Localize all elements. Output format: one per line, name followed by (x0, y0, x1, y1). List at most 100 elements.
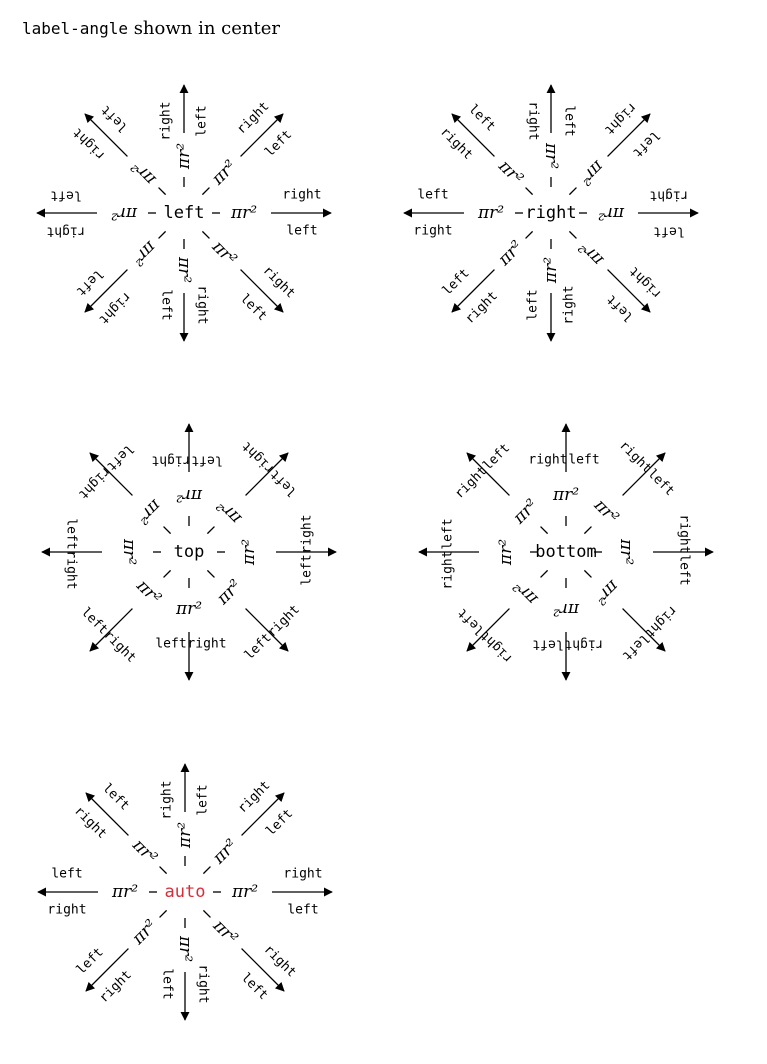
side-label-right-se: right (265, 602, 303, 640)
side-label-right-w: right (64, 550, 79, 589)
side-label-right-se: right (642, 602, 680, 640)
edge-sw-arrow (85, 948, 129, 992)
page-title: label-angle shown in center (22, 18, 280, 39)
edge-se-inner (206, 569, 215, 578)
side-label-right-w: right (47, 903, 86, 918)
edge-label-nw: πr² (509, 495, 542, 528)
edge-label-w: πr² (496, 539, 516, 566)
edge-nw-arrow (89, 452, 133, 496)
edge-label-e: πr² (598, 203, 625, 223)
side-label-left-se: left (237, 291, 270, 324)
side-label-left-sw: left (73, 266, 106, 299)
edge-sw-inner (158, 230, 167, 239)
edge-label-ne: πr² (207, 156, 240, 189)
side-label-left-nw: left (480, 441, 513, 474)
side-label-right-n: right (528, 453, 567, 468)
edge-label-s: πr² (175, 935, 195, 962)
side-label-left-e: left (677, 554, 692, 585)
side-label-right-e: right (282, 188, 321, 203)
side-label-left-n: left (191, 453, 222, 468)
edge-label-e: πr² (230, 203, 257, 223)
side-label-right-ne: right (235, 778, 273, 816)
side-label-left-w: left (64, 518, 79, 549)
side-label-left-e: left (287, 903, 318, 918)
edge-label-n: πr² (176, 485, 203, 505)
edge-sw-arrow (451, 269, 495, 313)
side-label-left-n: left (568, 453, 599, 468)
edge-sw-inner (159, 909, 168, 918)
side-label-right-sw: right (463, 289, 501, 327)
side-label-left-sw: left (74, 945, 107, 978)
edge-label-e: πr² (231, 882, 258, 902)
edge-label-s: πr² (174, 256, 194, 283)
edge-label-e: πr² (239, 539, 259, 566)
title-code: label-angle (22, 19, 128, 38)
edge-label-n: πr² (174, 143, 194, 170)
side-label-left-nw: left (465, 102, 498, 135)
edge-label-s: πr² (553, 599, 580, 619)
edge-nw-arrow (84, 113, 128, 157)
edge-label-se: πr² (590, 575, 623, 608)
side-label-right-w: right (413, 224, 452, 239)
side-label-left-ne: left (263, 806, 296, 839)
node-label-top: top (174, 542, 205, 562)
edge-label-sw: πr² (128, 916, 161, 949)
edge-label-sw: πr² (127, 236, 160, 269)
edge-se-inner (583, 569, 592, 578)
side-label-right-s: right (187, 637, 226, 652)
edge-se-arrow (240, 269, 284, 313)
edge-se-arrow (241, 948, 285, 992)
edge-label-ne: πr² (589, 495, 622, 528)
edge-label-se: πr² (212, 576, 245, 609)
side-label-left-se: left (238, 970, 271, 1003)
side-label-left-w: left (51, 867, 82, 882)
edge-se-arrow (622, 608, 666, 652)
edge-label-sw: πr² (494, 237, 527, 270)
edge-label-w: πr² (111, 882, 138, 902)
edge-label-ne: πr² (208, 835, 241, 868)
side-label-right-ne: right (601, 99, 639, 137)
side-label-right-ne: right (239, 438, 277, 476)
side-label-right-s: right (196, 964, 211, 1003)
edge-ne-arrow (622, 452, 666, 496)
side-label-left-ne: left (644, 466, 677, 499)
side-label-left-nw: left (98, 102, 131, 135)
edge-ne-arrow (240, 113, 284, 157)
side-label-left-s: left (155, 637, 186, 652)
side-label-right-n: right (151, 453, 190, 468)
side-label-left-w: left (441, 518, 456, 549)
edge-label-ne: πr² (575, 156, 608, 189)
edge-sw-inner (163, 569, 172, 578)
side-label-left-s: left (532, 637, 563, 652)
side-label-right-nw: right (70, 125, 108, 163)
side-label-left-sw: left (440, 266, 473, 299)
edge-label-e: πr² (616, 538, 636, 565)
side-label-right-e: right (677, 514, 692, 553)
side-label-left-w: left (417, 188, 448, 203)
side-label-left-se: left (619, 630, 652, 663)
edge-ne-inner (206, 526, 215, 535)
side-label-right-se: right (627, 263, 665, 301)
side-label-right-s: right (564, 637, 603, 652)
edge-sw-arrow (89, 608, 133, 652)
node-label-left: left (164, 203, 205, 223)
side-label-right-nw: right (437, 125, 475, 163)
edge-label-ne: πr² (213, 495, 246, 528)
side-label-right-n: right (526, 101, 541, 140)
edge-sw-arrow (466, 608, 510, 652)
side-label-left-n: left (195, 105, 210, 136)
edge-nw-inner (159, 866, 168, 875)
side-label-left-sw: left (455, 605, 488, 638)
side-label-left-ne: left (262, 127, 295, 160)
edge-se-arrow (607, 269, 651, 313)
side-label-left-s: left (159, 289, 174, 320)
side-label-left-ne: left (629, 127, 662, 160)
side-label-right-sw: right (97, 968, 135, 1006)
edge-label-n: πr² (541, 142, 561, 169)
side-label-right-sw: right (478, 628, 516, 666)
edge-label-s: πr² (541, 257, 561, 284)
side-label-right-w: right (46, 224, 85, 239)
edge-se-inner (201, 230, 210, 239)
